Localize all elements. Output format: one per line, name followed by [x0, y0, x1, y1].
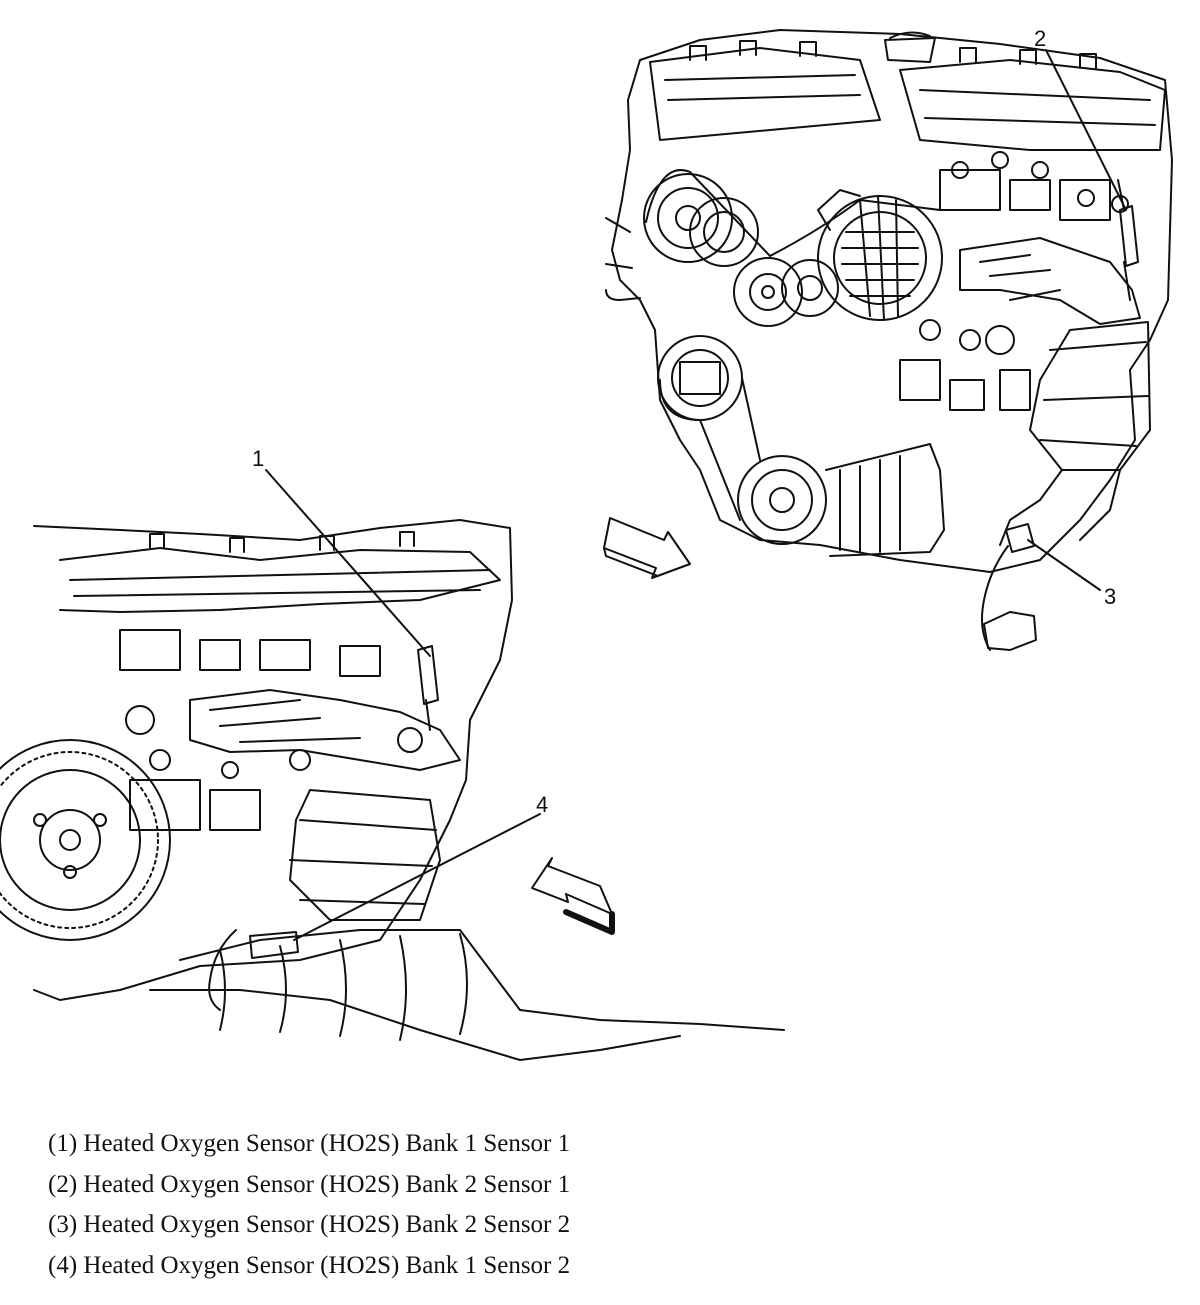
engine-sensor-diagram: 1 2 3 4	[0, 26, 1173, 1061]
callout-1: 1	[252, 446, 264, 471]
lower-engine-drawing	[0, 519, 785, 1061]
upper-engine-drawing	[605, 29, 1173, 651]
leader-line-4	[293, 813, 541, 941]
callout-4: 4	[536, 792, 548, 817]
callout-2: 2	[1034, 26, 1046, 51]
legend-item-3: (3) Heated Oxygen Sensor (HO2S) Bank 2 S…	[48, 1211, 571, 1238]
legend: (1) Heated Oxygen Sensor (HO2S) Bank 1 S…	[48, 1124, 570, 1286]
leader-line-2	[1045, 49, 1127, 211]
legend-item-1: (1) Heated Oxygen Sensor (HO2S) Bank 1 S…	[48, 1130, 571, 1157]
legend-item-4: (4) Heated Oxygen Sensor (HO2S) Bank 1 S…	[48, 1251, 571, 1279]
leader-line-3	[1027, 539, 1101, 591]
callout-3: 3	[1104, 584, 1116, 609]
direction-arrow-left	[531, 857, 615, 935]
direction-arrow-right	[603, 517, 691, 579]
leader-line-1	[265, 469, 431, 657]
legend-item-2: (2) Heated Oxygen Sensor (HO2S) Bank 2 S…	[48, 1170, 571, 1198]
